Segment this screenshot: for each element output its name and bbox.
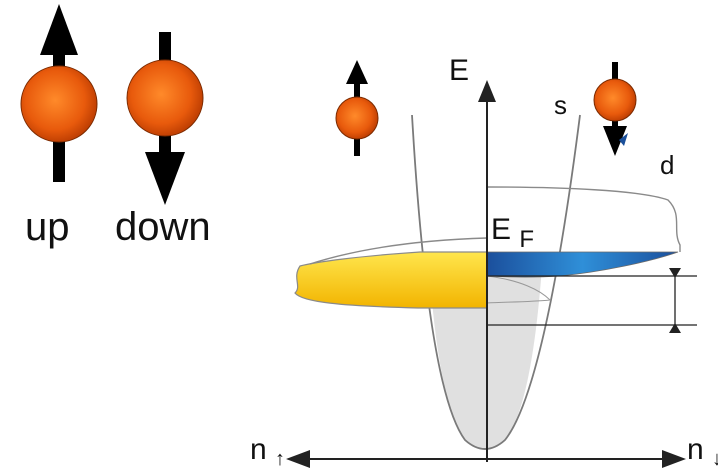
energy-label: E — [449, 54, 469, 87]
down-d-band-lower-outline — [486, 275, 552, 304]
spin-down-electron — [126, 32, 204, 205]
down-d-band-occupied — [486, 251, 679, 278]
splitting-arrow-bottom-icon — [669, 323, 681, 333]
small-down-ball-icon — [593, 78, 637, 122]
small-spin-down-electron — [593, 62, 637, 156]
s-band-label: s — [554, 90, 567, 120]
n-down-main: n — [687, 433, 704, 466]
fermi-label: E F — [491, 213, 534, 253]
up-label: up — [25, 205, 70, 249]
splitting-arrow-top-icon — [669, 268, 681, 278]
dos-axis-left-arrowhead-icon — [286, 450, 310, 468]
small-down-arrowhead-icon — [603, 126, 627, 156]
n-down-arrow-icon: ↓ — [712, 448, 718, 470]
n-up-arrow-icon: ↑ — [275, 448, 285, 470]
spin-down-arrowhead-icon — [145, 152, 185, 205]
up-d-band-empty-outline — [309, 237, 488, 265]
fermi-label-main: E — [491, 213, 511, 246]
spin-up-electron — [20, 4, 98, 182]
spin-up-arrowhead-icon — [40, 4, 78, 55]
small-up-arrowhead-icon — [346, 60, 368, 84]
down-label: down — [115, 205, 211, 249]
dos-axis-right-arrowhead-icon — [662, 450, 686, 468]
n-up-main: n — [250, 433, 267, 466]
down-d-band-empty-outline — [486, 186, 681, 252]
spin-down-ball-icon — [126, 59, 204, 137]
fermi-label-sub: F — [519, 226, 534, 253]
energy-axis-arrowhead-icon — [478, 80, 496, 102]
small-spin-up-electron — [335, 60, 379, 156]
up-d-band-occupied — [294, 251, 488, 309]
n-down-label: n ↓ — [687, 433, 718, 470]
spin-up-ball-icon — [20, 65, 98, 143]
n-up-label: n ↑ — [250, 433, 285, 470]
d-band-label: d — [660, 150, 674, 180]
small-up-ball-icon — [335, 96, 379, 140]
small-down-accent-icon — [619, 133, 628, 146]
